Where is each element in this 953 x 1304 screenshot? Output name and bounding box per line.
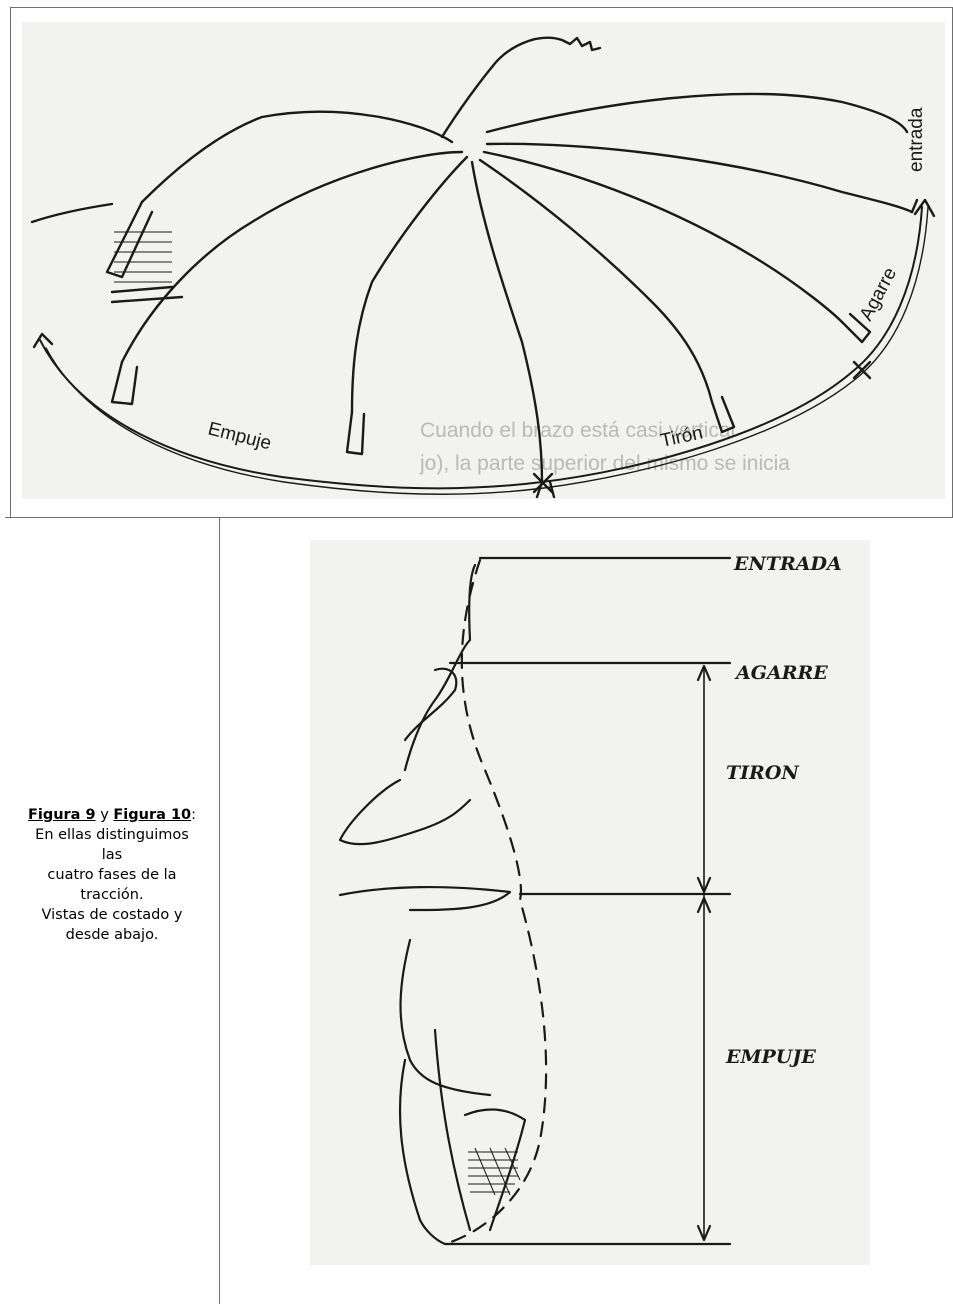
caption-line-4: tracción. — [6, 885, 218, 905]
caption-colon: : — [191, 807, 196, 823]
caption-line-2: las — [6, 845, 218, 865]
caption-figure-10-link[interactable]: Figura 10 — [113, 807, 191, 823]
figure-10-label-agarre: AGARRE — [734, 662, 828, 684]
figure-10-scan-background — [310, 540, 870, 1265]
caption-line-6: desde abajo. — [6, 925, 218, 945]
figure-10-drawing: ENTRADA AGARRE TIRON EMPUJE — [310, 540, 870, 1265]
figure-9-label-entrada: entrada — [906, 107, 927, 172]
figure-caption: Figura 9 y Figura 10: En ellas distingui… — [6, 805, 218, 945]
table-border-left-top — [10, 7, 11, 517]
caption-line-5: Vistas de costado y — [6, 905, 218, 925]
figure-10-label-entrada: ENTRADA — [733, 553, 842, 575]
figure-9-side-view: Cuando el brazo está casi vertical jo), … — [22, 22, 945, 499]
table-row-divider — [5, 517, 953, 518]
caption-connector: y — [96, 807, 114, 823]
figure-10-label-tiron: TIRON — [726, 762, 799, 784]
caption-line-1: En ellas distinguimos — [6, 825, 218, 845]
caption-line-3: cuatro fases de la — [6, 865, 218, 885]
figure-9-drawing: Cuando el brazo está casi vertical jo), … — [22, 22, 945, 499]
figure-10-label-empuje: EMPUJE — [725, 1046, 816, 1068]
table-column-divider — [219, 517, 220, 1304]
caption-figure-9-link[interactable]: Figura 9 — [28, 807, 96, 823]
table-border-top — [10, 7, 953, 8]
figure-10-bottom-view: ENTRADA AGARRE TIRON EMPUJE — [310, 540, 870, 1265]
caption-figure-labels: Figura 9 y Figura 10: — [6, 805, 218, 825]
